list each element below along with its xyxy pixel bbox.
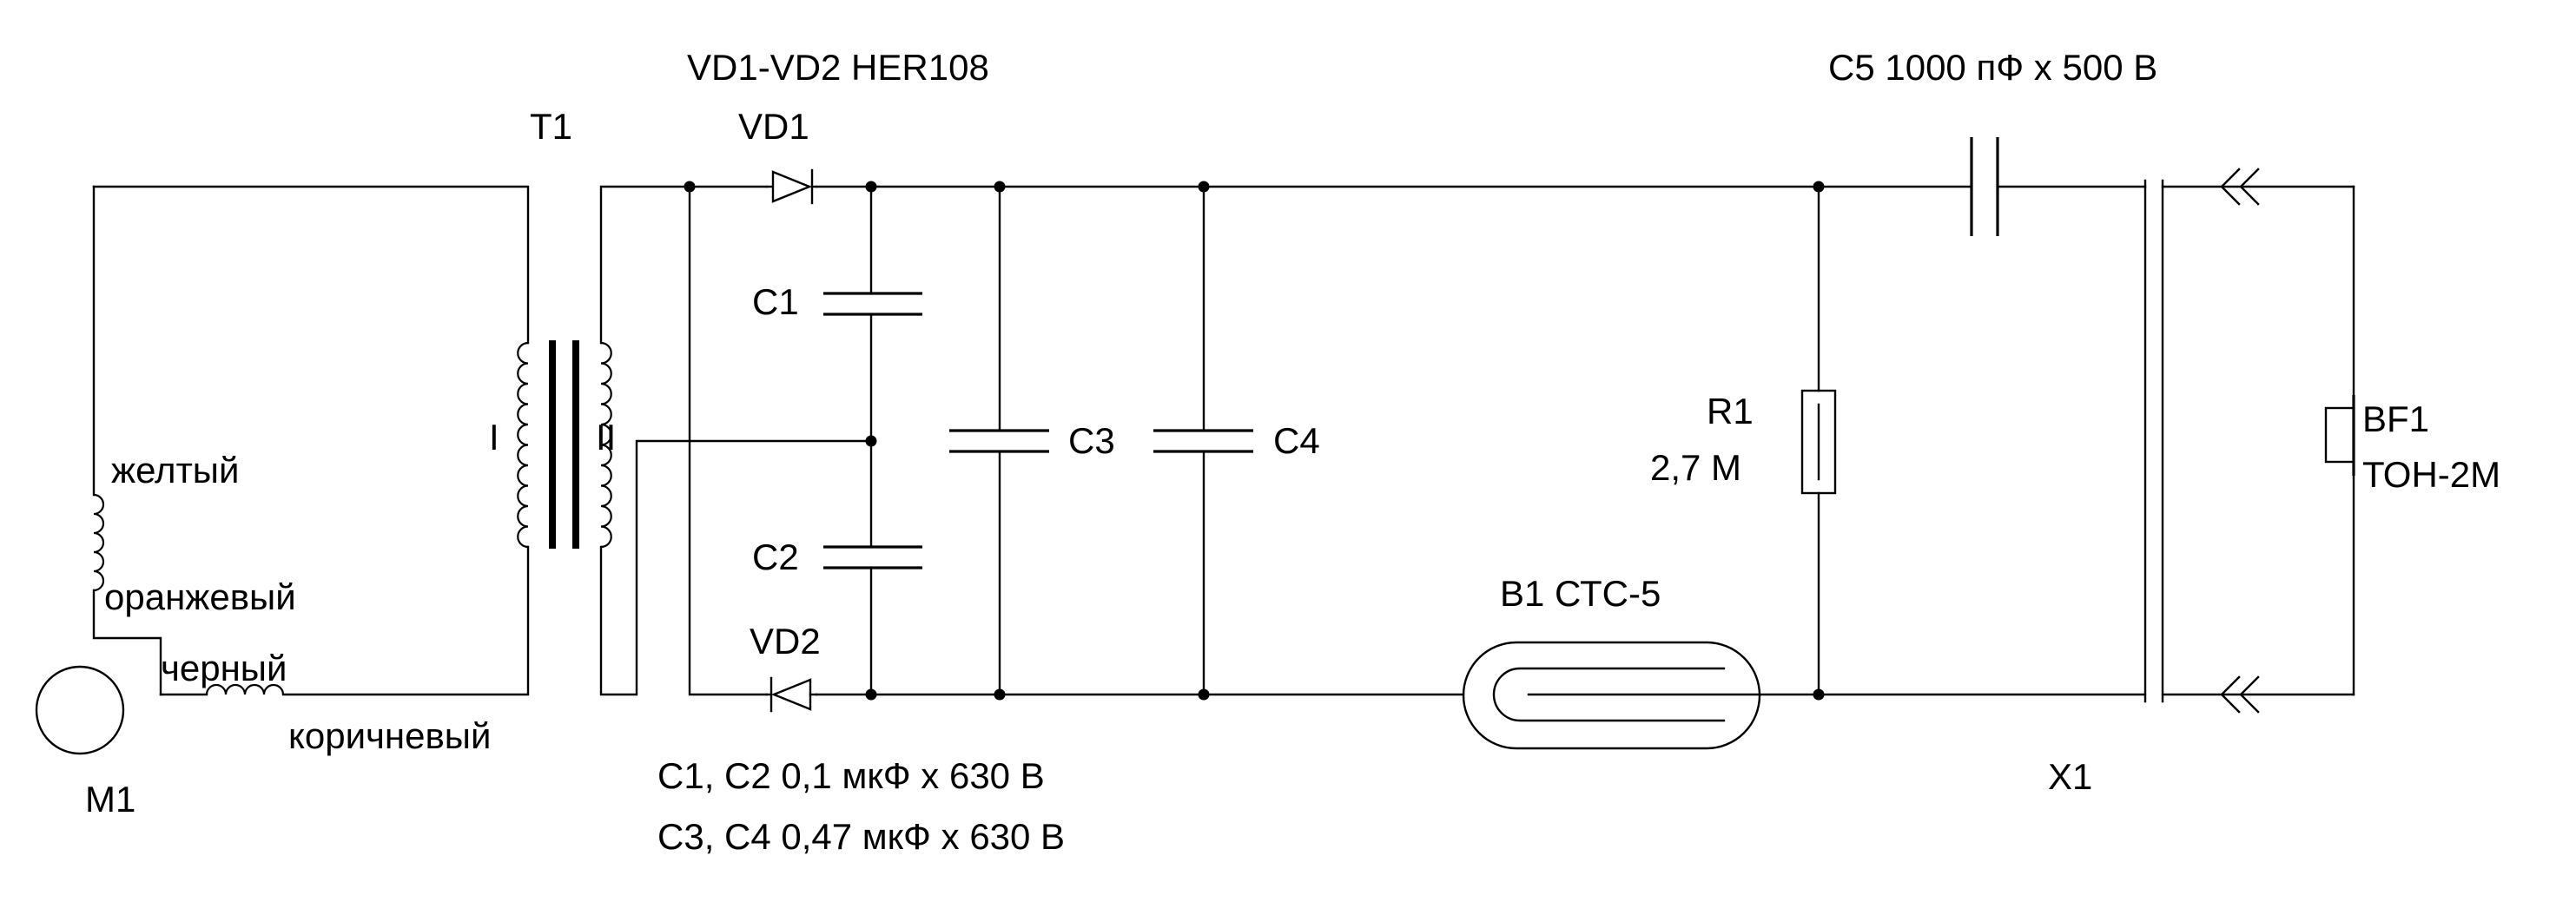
- label-r1: R1: [1707, 391, 1754, 431]
- label-note-c3c4: C3, C4 0,47 мкФ х 630 В: [657, 816, 1065, 857]
- label-c2: C2: [752, 537, 799, 577]
- label-r1-value: 2,7 М: [1650, 447, 1741, 488]
- label-wire-black: черный: [161, 648, 287, 688]
- diode-vd2: [765, 676, 818, 713]
- label-vd-header: VD1-VD2 HER108: [687, 47, 989, 88]
- label-c5-spec: C5 1000 пФ х 500 В: [1828, 47, 2157, 88]
- earphone-bf1: [2324, 185, 2355, 696]
- label-wire-orange: оранжевый: [104, 576, 296, 617]
- capacitor-c1: [823, 185, 922, 443]
- connector-x1: [2143, 179, 2164, 703]
- plug-top: [2220, 168, 2260, 206]
- label-c4: C4: [1273, 420, 1320, 461]
- label-m1: M1: [85, 779, 135, 820]
- diode-vd1: [765, 168, 818, 205]
- label-vd1: VD1: [738, 106, 809, 147]
- label-c1: C1: [752, 281, 799, 322]
- label-c3: C3: [1068, 420, 1115, 461]
- label-b1: B1 СТС-5: [1500, 573, 1661, 614]
- transformer-t1: [517, 340, 612, 549]
- primary-loop-wiring: [92, 185, 530, 696]
- capacitor-c3: [949, 185, 1049, 696]
- label-x1: X1: [2048, 756, 2092, 797]
- resistor-r1: [1800, 185, 1837, 696]
- label-winding-secondary: II: [596, 417, 616, 458]
- label-t1: T1: [530, 106, 572, 147]
- geiger-tube-b1: [1462, 641, 1761, 750]
- label-wire-yellow: желтый: [111, 450, 239, 491]
- diode-vd2-triangle: [770, 678, 812, 711]
- motor-m1: [35, 665, 125, 755]
- capacitor-c4: [1153, 185, 1253, 696]
- tube-cathode: [1492, 667, 1726, 722]
- label-note-c1c2: C1, C2 0,1 мкФ х 630 В: [657, 755, 1045, 796]
- field-coil-horizontal: [205, 683, 285, 695]
- motor-m1-circle: [35, 665, 125, 755]
- label-bf1: BF1: [2362, 398, 2429, 439]
- capacitor-c2: [823, 439, 922, 696]
- label-wire-brown: коричневый: [288, 715, 491, 756]
- rectifier-wiring: [599, 185, 2355, 696]
- secondary-winding: [600, 341, 612, 549]
- junction-dots: [684, 181, 1825, 701]
- label-vd2: VD2: [750, 621, 821, 662]
- diode-vd1-triangle: [771, 170, 813, 203]
- labels: VD1-VD2 HER108 T1 VD1 VD2 C1 C2 C3 C4 C5…: [85, 47, 2500, 857]
- plug-bottom: [2220, 675, 2260, 714]
- label-bf1-type: ТОН-2М: [2362, 454, 2500, 495]
- primary-winding: [517, 341, 529, 549]
- capacitor-c5: [1970, 137, 1999, 236]
- label-winding-primary: I: [489, 417, 499, 458]
- field-coil-vertical: [93, 493, 105, 592]
- earphone-body: [2324, 406, 2355, 464]
